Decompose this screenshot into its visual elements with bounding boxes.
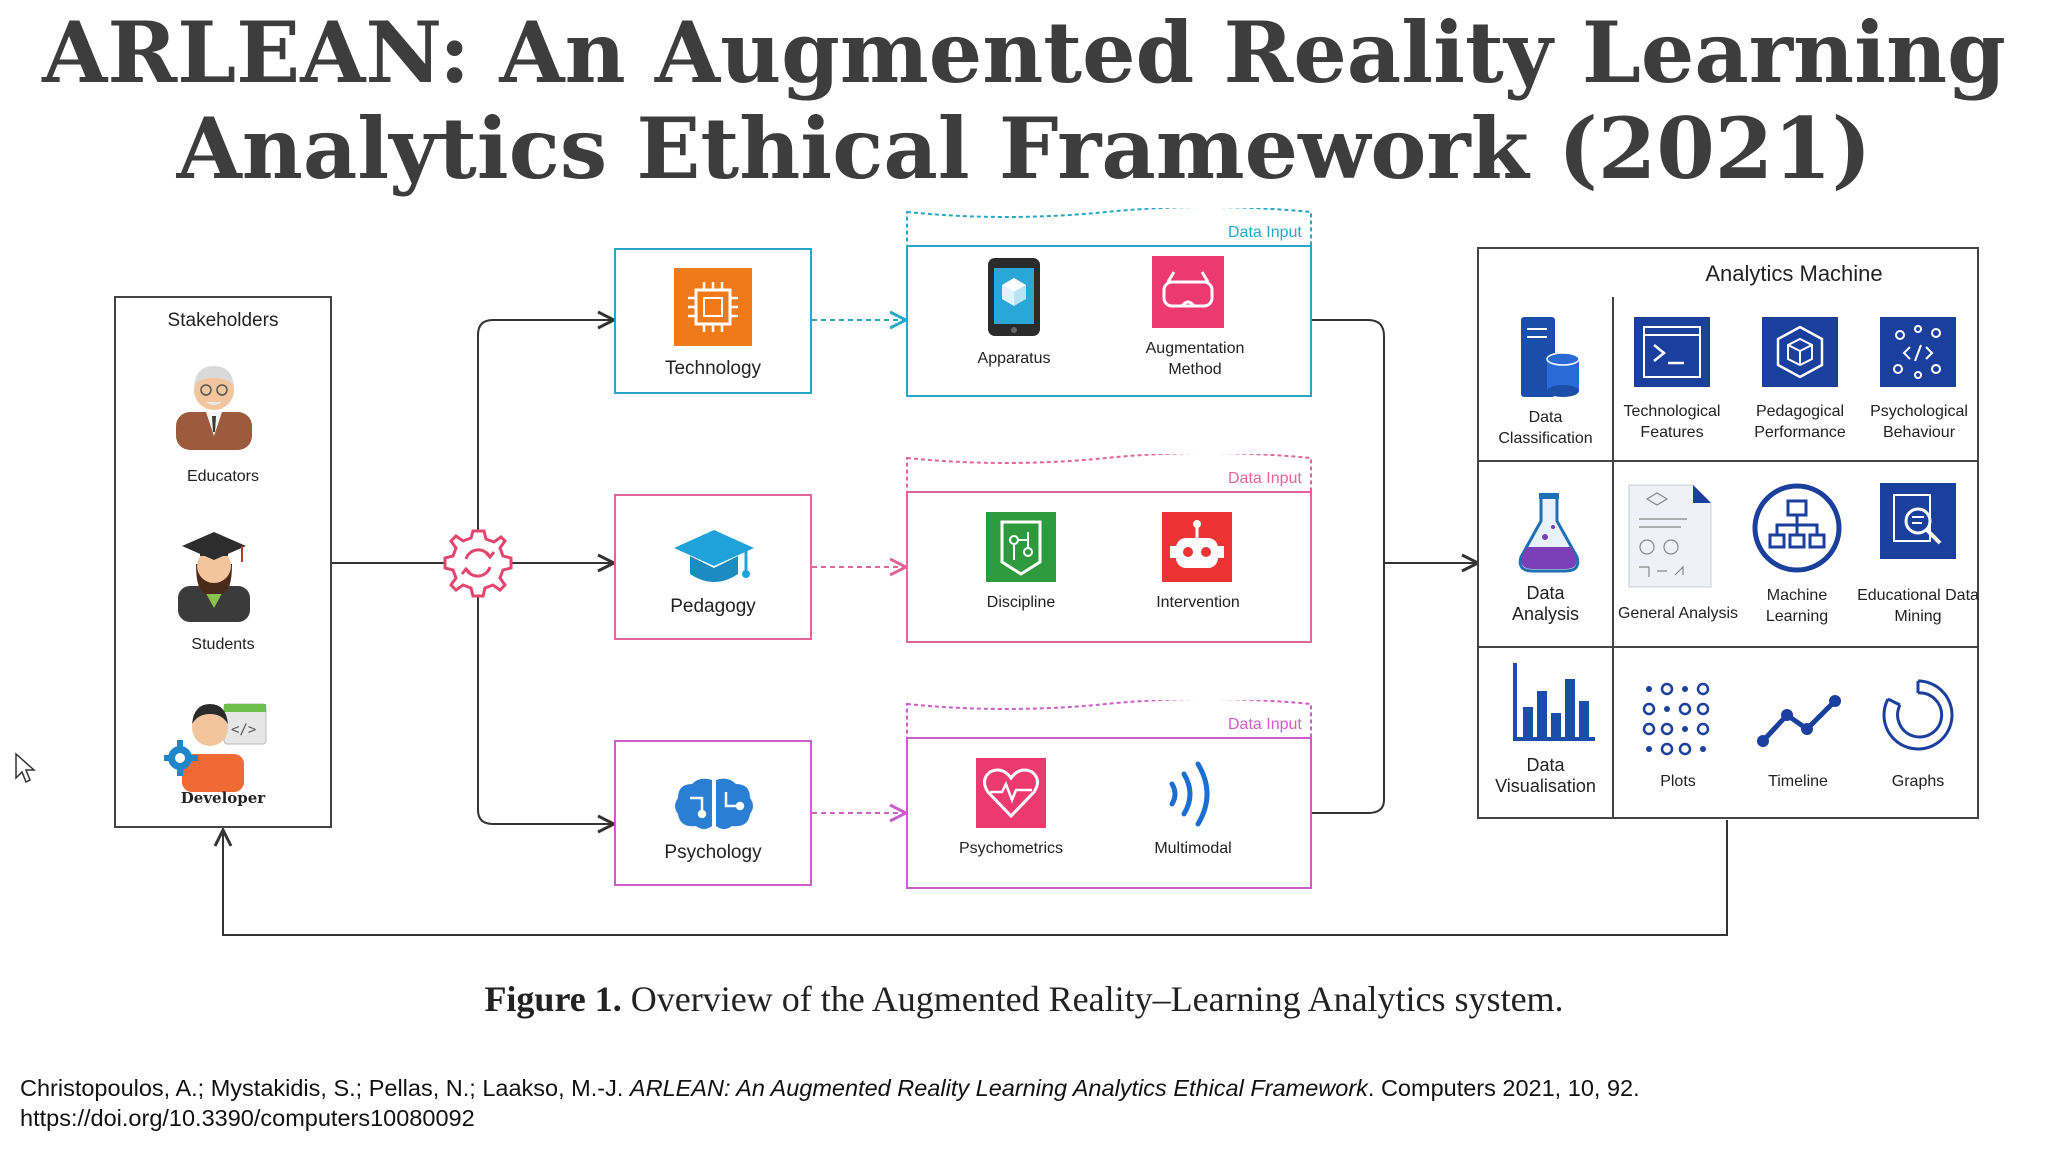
title-line-2: Analytics Ethical Framework (2021) xyxy=(176,99,1872,198)
divider xyxy=(1612,297,1614,817)
stakeholder-educators: Educators xyxy=(186,468,260,485)
pillar-technology-label: Technology xyxy=(664,358,762,379)
data-input-tag-technology: Data Input xyxy=(1228,224,1302,241)
pillar-pedagogy-label: Pedagogy xyxy=(670,596,756,617)
citation: Christopoulos, A.; Mystakidis, S.; Pella… xyxy=(20,1073,1640,1133)
chip-icon xyxy=(674,268,752,346)
input-intervention: Intervention xyxy=(1156,594,1240,611)
bar-chart-icon xyxy=(1513,663,1595,741)
stakeholder-students: Students xyxy=(191,636,255,653)
analytics-data-analysis: Data Analysis xyxy=(1511,583,1580,624)
document-sketch-icon xyxy=(1628,484,1712,588)
input-apparatus: Apparatus xyxy=(977,350,1051,367)
analytics-general-analysis: General Analysis xyxy=(1617,605,1739,622)
pillar-psychology: Psychology xyxy=(614,740,812,886)
data-input-frame-psychology xyxy=(906,700,1312,889)
terminal-icon xyxy=(1634,317,1710,387)
sync-gear-icon xyxy=(443,529,513,598)
code-nodes-icon xyxy=(1880,317,1956,387)
search-document-icon xyxy=(1880,483,1956,559)
pillar-psychology-label: Psychology xyxy=(664,842,762,863)
stakeholder-developer: Developer xyxy=(180,789,266,807)
mouse-cursor-icon xyxy=(15,752,36,784)
cube-icon xyxy=(1762,317,1838,387)
student-icon xyxy=(178,532,250,622)
tablet-icon xyxy=(988,258,1040,336)
svg-text:</>: </> xyxy=(231,722,256,738)
developer-icon: </> xyxy=(164,703,267,792)
discipline-icon xyxy=(986,512,1056,582)
data-input-tag-pedagogy: Data Input xyxy=(1228,470,1302,487)
analytics-machine-learning: Machine Learning xyxy=(1765,587,1829,625)
citation-doi-link[interactable]: https://doi.org/10.3390/computers1008009… xyxy=(20,1105,475,1131)
input-multimodal: Multimodal xyxy=(1154,840,1232,857)
signal-wave-icon xyxy=(1169,761,1210,827)
figure-caption-text: Overview of the Augmented Reality–Learni… xyxy=(630,979,1564,1019)
graduation-cap-icon xyxy=(674,530,754,582)
pillar-pedagogy: Pedagogy xyxy=(614,494,812,640)
analytics-educational-data-mining: Educational Data Mining xyxy=(1857,587,1979,625)
flask-icon xyxy=(1518,493,1580,573)
citation-work-title: ARLEAN: An Augmented Reality Learning An… xyxy=(629,1075,1368,1101)
analytics-plots: Plots xyxy=(1660,773,1696,790)
educator-icon xyxy=(176,366,252,450)
analytics-data-visualisation: Data Visualisation xyxy=(1495,755,1596,796)
input-psychometrics: Psychometrics xyxy=(958,840,1064,857)
data-input-frame-pedagogy xyxy=(906,454,1312,643)
vr-headset-icon xyxy=(1152,256,1224,328)
figure-caption: Figure 1. Overview of the Augmented Real… xyxy=(0,978,2048,1020)
divider xyxy=(1479,646,1977,648)
heart-pulse-icon xyxy=(976,758,1046,828)
analytics-heading: Analytics Machine xyxy=(1705,261,1883,286)
pillar-technology: Technology xyxy=(614,248,812,394)
hierarchy-icon xyxy=(1752,483,1842,573)
brain-icon xyxy=(675,778,753,829)
divider xyxy=(1479,460,1977,462)
title-line-1: ARLEAN: An Augmented Reality Learning xyxy=(42,3,2006,102)
analytics-graphs: Graphs xyxy=(1891,773,1945,790)
citation-journal: . Computers 2021, 10, 92. xyxy=(1367,1075,1640,1101)
analytics-technological-features: Technological Features xyxy=(1623,403,1721,441)
input-augmentation-method: Augmentation Method xyxy=(1145,340,1245,378)
analytics-timeline: Timeline xyxy=(1768,773,1828,790)
analytics-machine-panel: Analytics Machine Data Classification Te… xyxy=(1477,247,1979,819)
dot-grid-icon xyxy=(1642,682,1710,756)
robot-icon xyxy=(1162,512,1232,582)
stakeholders-heading: Stakeholders xyxy=(167,310,279,331)
analytics-psychological-behaviour: Psychological Behaviour xyxy=(1870,403,1968,441)
stakeholders-panel: Stakeholders Educators Students xyxy=(114,296,332,828)
data-input-frame-technology xyxy=(906,208,1312,397)
data-input-tag-psychology: Data Input xyxy=(1228,716,1302,733)
analytics-data-classification: Data Classification xyxy=(1498,409,1593,447)
donut-graph-icon xyxy=(1882,679,1954,751)
input-discipline: Discipline xyxy=(986,594,1056,611)
database-server-icon xyxy=(1521,317,1580,397)
citation-authors: Christopoulos, A.; Mystakidis, S.; Pella… xyxy=(20,1075,630,1101)
timeline-icon xyxy=(1757,695,1841,747)
analytics-pedagogical-performance: Pedagogical Performance xyxy=(1754,403,1846,441)
figure-caption-label: Figure 1. xyxy=(484,979,622,1019)
